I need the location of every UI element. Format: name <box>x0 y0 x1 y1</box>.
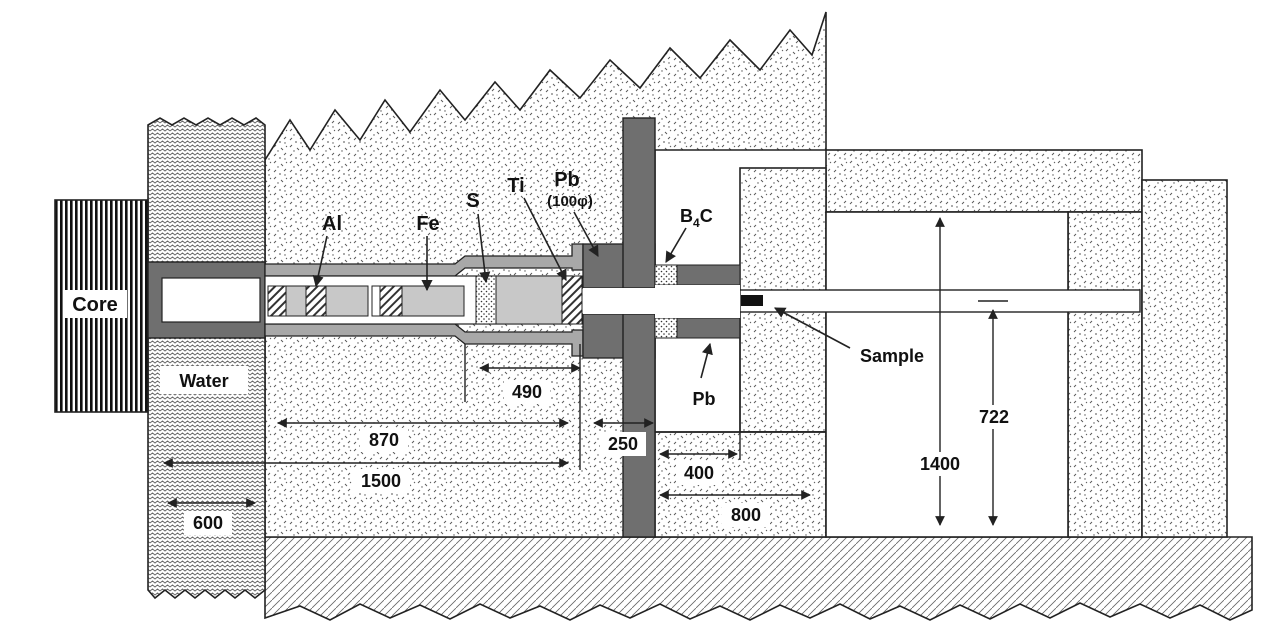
room-wall-right <box>1067 211 1143 538</box>
b4c-label-b: B <box>680 206 693 226</box>
b4c-ring-upper <box>654 264 678 286</box>
dim-870-label: 870 <box>369 430 399 450</box>
al-filter-1 <box>285 285 307 317</box>
concrete-shield <box>264 11 827 538</box>
fe-filter <box>401 285 465 317</box>
dim-722-label: 722 <box>979 407 1009 427</box>
s-leader <box>477 213 491 284</box>
fe-filter-hatched <box>379 285 403 317</box>
label-bg-250 <box>600 432 646 456</box>
fe-filter-spacer <box>371 285 381 317</box>
outer-wall-right <box>1141 179 1228 538</box>
b4c-label-c: C <box>700 206 713 226</box>
ti-label: Ti <box>507 175 524 197</box>
label-bg-722 <box>972 405 1016 429</box>
label-bg-870 <box>360 428 408 452</box>
beam-channel <box>583 288 655 314</box>
pb-diameter-label: (100φ) <box>547 193 593 210</box>
pb-ring-upper <box>676 264 741 286</box>
label-bg-1400 <box>912 452 968 476</box>
al-leader <box>312 235 328 288</box>
beam-tube-through-shield <box>655 285 740 318</box>
label-bg-490 <box>504 380 550 404</box>
core-label-bg <box>63 290 127 318</box>
water-pool <box>147 117 266 600</box>
pb-top-leader <box>573 211 599 257</box>
beam-tube-inner-void <box>161 277 261 323</box>
b4c-label-sub: 4 <box>693 216 700 230</box>
dim-400-label: 400 <box>684 463 714 483</box>
b4c-ring-lower <box>654 317 678 339</box>
b4c-leader <box>665 227 687 263</box>
shutter-wall-upper <box>622 117 656 289</box>
core-label: Core <box>72 294 118 316</box>
al-filter-2 <box>325 285 369 317</box>
al-filter-hatched-1 <box>267 285 287 317</box>
ground-slab <box>264 536 1253 621</box>
pb-top-label: Pb <box>554 169 580 191</box>
sample-leader <box>774 307 851 349</box>
water-label-bg <box>160 366 248 394</box>
dim-1500-label: 1500 <box>361 471 401 491</box>
shutter-wall-lower <box>622 313 656 538</box>
label-bg-600 <box>184 511 232 535</box>
ti-leader <box>523 197 567 281</box>
s-filter <box>475 275 497 325</box>
dim-250-label: 250 <box>608 434 638 454</box>
dim-1400-label: 1400 <box>920 454 960 474</box>
pb-ring-lower <box>676 317 741 339</box>
sample <box>741 295 763 306</box>
pb-bottom-label: Pb <box>692 389 715 409</box>
dim-800-label: 800 <box>731 505 761 525</box>
room-wall-upper <box>825 149 1143 213</box>
al-label: Al <box>322 213 342 235</box>
b4c-label: B4C <box>680 206 713 230</box>
dim-490-label: 490 <box>512 382 542 402</box>
water-label: Water <box>179 371 228 391</box>
label-bg-400 <box>676 461 722 485</box>
label-bg-1500 <box>352 469 410 493</box>
al-filter-hatched-2 <box>305 285 327 317</box>
fe-label: Fe <box>416 213 439 235</box>
large-filter-block <box>495 275 563 325</box>
dim-600-label: 600 <box>193 513 223 533</box>
ti-filter <box>561 275 583 325</box>
room-interior <box>825 211 1069 538</box>
s-label: S <box>466 190 479 212</box>
pb-bottom-leader <box>700 342 713 379</box>
label-bg-800 <box>722 503 770 527</box>
sample-label: Sample <box>860 346 924 366</box>
